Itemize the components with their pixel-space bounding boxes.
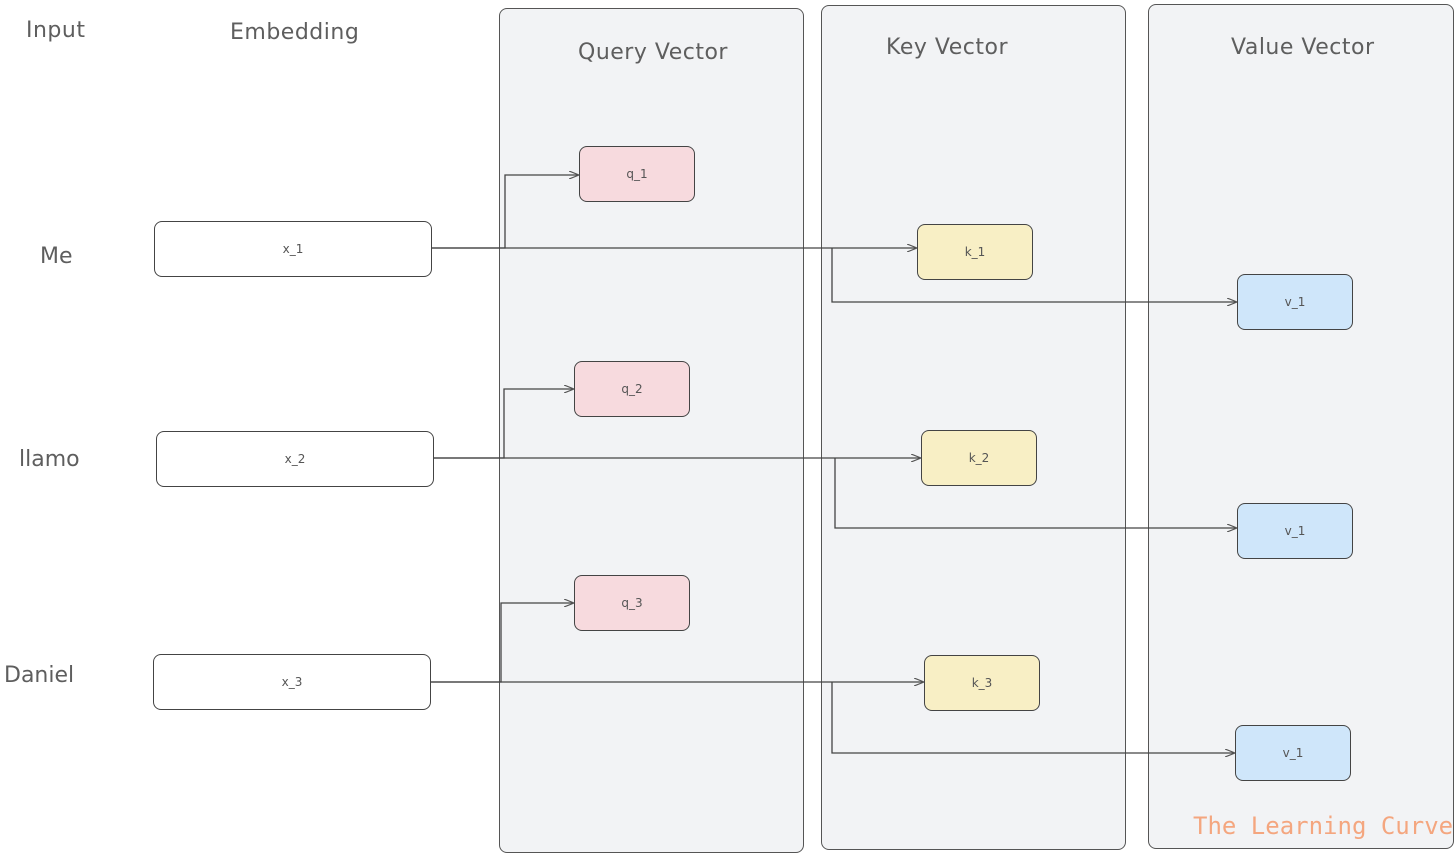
key-box-1: k_1 xyxy=(917,224,1033,280)
value-vector-panel xyxy=(1148,4,1454,849)
input-word-1: Me xyxy=(40,244,73,269)
header-key-vector: Key Vector xyxy=(886,35,1008,60)
query-box-2: q_2 xyxy=(574,361,690,417)
input-word-2: llamo xyxy=(19,447,80,472)
value-box-1: v_1 xyxy=(1237,274,1353,330)
header-query-vector: Query Vector xyxy=(578,40,728,65)
watermark-text: The Learning Curve xyxy=(1193,812,1454,840)
value-box-3: v_1 xyxy=(1235,725,1351,781)
embedding-box-2: x_2 xyxy=(156,431,434,487)
header-value-vector: Value Vector xyxy=(1231,35,1375,60)
embedding-box-3: x_3 xyxy=(153,654,431,710)
embedding-box-1: x_1 xyxy=(154,221,432,277)
query-box-3: q_3 xyxy=(574,575,690,631)
header-embedding: Embedding xyxy=(230,20,360,45)
key-box-3: k_3 xyxy=(924,655,1040,711)
query-box-1: q_1 xyxy=(579,146,695,202)
input-word-3: Daniel xyxy=(4,663,75,688)
query-vector-panel xyxy=(499,8,804,853)
header-input: Input xyxy=(26,18,86,43)
key-box-2: k_2 xyxy=(921,430,1037,486)
value-box-2: v_1 xyxy=(1237,503,1353,559)
key-vector-panel xyxy=(821,5,1126,850)
